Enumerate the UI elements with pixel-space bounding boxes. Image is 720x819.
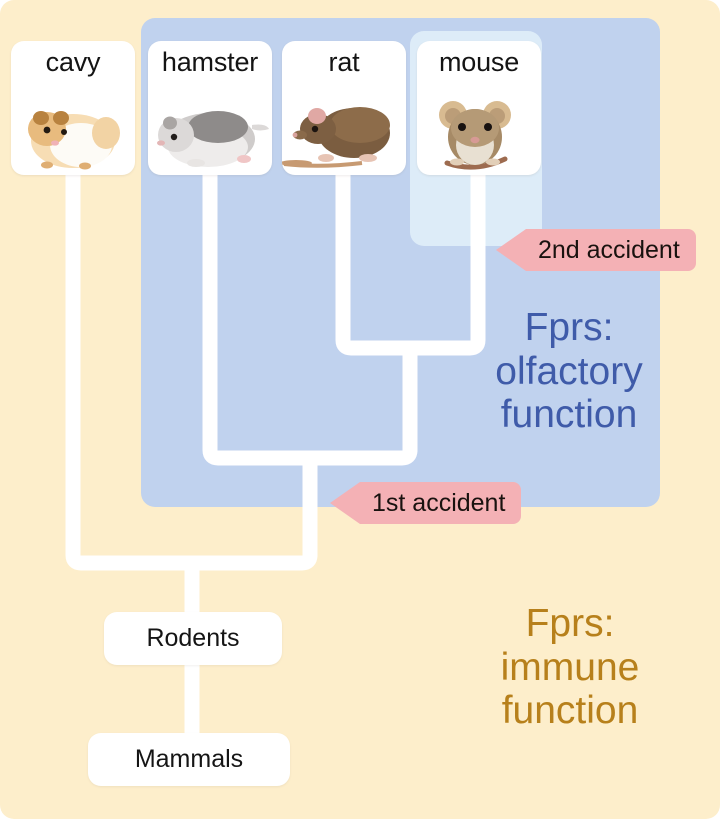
hamster-photo [148, 85, 272, 171]
annotation-olfactory-function: Fprs: olfactory function [495, 306, 643, 437]
node-label-mammals: Mammals [134, 745, 244, 773]
callout-2nd-accident[interactable]: 2nd accident [496, 229, 696, 271]
taxon-label-hamster: hamster [161, 47, 259, 77]
mouse-photo [417, 85, 541, 171]
node-label-rodents: Rodents [146, 624, 240, 652]
node-box-mammals[interactable]: Mammals [88, 733, 290, 786]
taxon-card-cavy[interactable]: cavy [11, 41, 135, 175]
taxon-card-hamster[interactable]: hamster [148, 41, 272, 175]
node-box-rodents[interactable]: Rodents [104, 612, 282, 665]
callout-label-1st-accident: 1st accident [372, 488, 506, 517]
annotation-immune-function: Fprs: immune function [500, 602, 640, 733]
taxon-card-mouse[interactable]: mouse [417, 41, 541, 175]
taxon-label-mouse: mouse [438, 47, 520, 77]
taxon-card-rat[interactable]: rat [282, 41, 406, 175]
rat-photo [282, 85, 406, 171]
arrow-tip-icon [496, 229, 526, 271]
taxon-label-rat: rat [328, 47, 360, 77]
guinea-pig-photo [11, 85, 135, 171]
arrow-tip-icon [330, 482, 360, 524]
callout-label-2nd-accident: 2nd accident [538, 235, 680, 264]
callout-1st-accident[interactable]: 1st accident [330, 482, 522, 524]
taxon-label-cavy: cavy [45, 47, 101, 77]
